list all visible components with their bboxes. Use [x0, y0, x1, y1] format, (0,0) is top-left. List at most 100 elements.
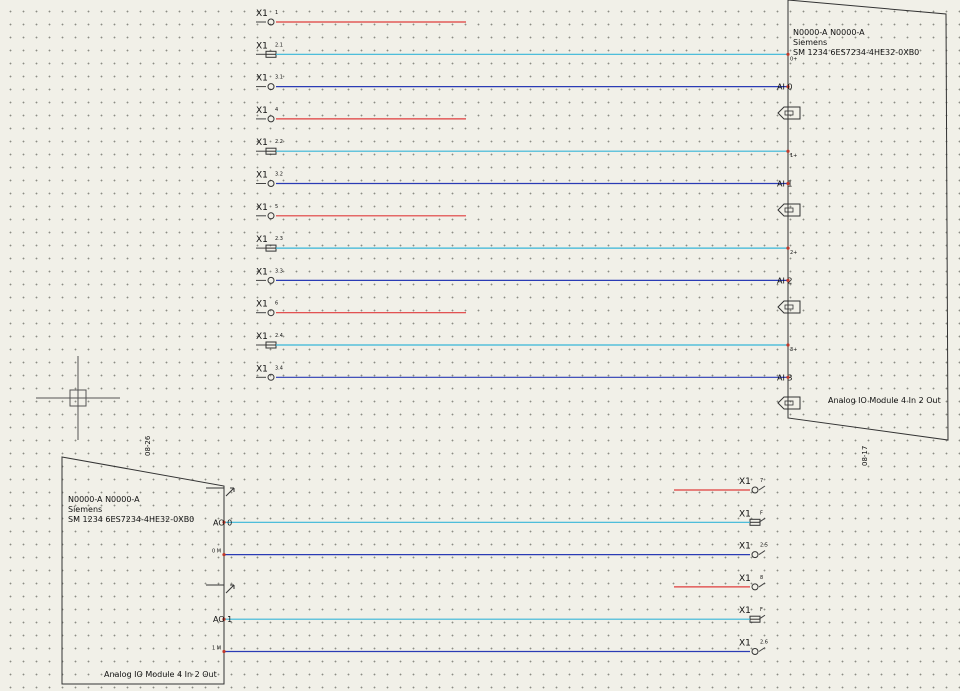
terminal-label: X1 [739, 509, 751, 519]
terminal-icon[interactable] [267, 83, 275, 91]
connection-dot [786, 375, 790, 379]
terminal-icon[interactable] [267, 18, 275, 26]
terminal-label: X1 [256, 332, 268, 342]
upper-wire-1[interactable]: X1 1 [256, 9, 466, 26]
pin-label: 0+ [790, 56, 797, 62]
terminal-icon[interactable] [267, 212, 275, 220]
pin-label: 0 M [212, 549, 221, 555]
module-top-header-line-2: Siemens [793, 38, 827, 47]
wire-stub [758, 517, 766, 523]
connection-dot [222, 617, 226, 621]
module-bottom-header-line-3: SM 1234 6ES7234-4HE32-0XB0 [68, 515, 194, 524]
upper-wire-2[interactable]: X1 2.1 0+ [256, 41, 797, 62]
terminal-label: X1 [256, 74, 268, 84]
terminal-number: 5 [275, 204, 278, 210]
wire-stub [758, 614, 766, 620]
terminal-number: 3.3 [275, 268, 283, 274]
terminal-icon[interactable] [751, 583, 759, 591]
shield-clamp-icon[interactable] [777, 396, 801, 410]
module-bottom-outline [61, 456, 225, 685]
terminal-number: 3.1 [275, 75, 283, 81]
terminal-label: X1 [256, 300, 268, 310]
shield-clamp-icon[interactable] [777, 300, 801, 314]
upper-wire-9[interactable]: X1 3.3 AI 2 [256, 267, 792, 285]
module-top-name: Analog IO Module 4 In 2 Out [828, 396, 941, 405]
shield-clamp-icon[interactable] [777, 203, 801, 217]
terminal-number: 2.2 [275, 139, 283, 145]
upper-wire-7[interactable]: X1 5 [256, 203, 466, 220]
connection-dot [222, 649, 226, 654]
connection-dot [786, 343, 790, 347]
terminal-number: 2.6 [760, 640, 768, 646]
terminal-number: 7 [760, 478, 763, 484]
terminal-number: 2.1 [275, 42, 283, 48]
module-bottom-header-line-2: Siemens [68, 505, 102, 514]
terminal-number: 1 [275, 10, 278, 16]
connection-dot [786, 181, 790, 186]
terminal-label: X1 [256, 41, 268, 51]
shield-ground-icon[interactable] [206, 487, 235, 498]
lower-wire-5[interactable]: X1 F AO 1 [213, 606, 766, 624]
terminal-icon[interactable] [267, 276, 275, 284]
terminal-label: X1 [256, 235, 268, 245]
terminal-label: X1 [739, 606, 751, 616]
module-top[interactable]: N0000-A N0000-A Siemens SM 1234 6ES7234-… [777, 0, 949, 466]
shield-ground-icon[interactable] [206, 584, 235, 595]
terminal-icon[interactable] [267, 309, 275, 317]
port-label: AO 1 [213, 615, 232, 624]
module-bottom[interactable]: N0000-A N0000-A Siemens SM 1234 6ES7234-… [61, 435, 235, 685]
connection-dot [222, 520, 226, 524]
pin-label: 1 M [212, 646, 221, 652]
module-bottom-header-line-1: N0000-A N0000-A [68, 495, 140, 504]
module-top-outline [787, 0, 949, 441]
lower-wire-6[interactable]: X1 2.6 1 M [212, 639, 768, 655]
module-top-reference: 08-17 [861, 446, 869, 466]
port-label: AI 0 [777, 83, 792, 92]
terminal-number: 2.3 [275, 236, 283, 242]
terminal-label: X1 [256, 9, 268, 19]
terminal-icon[interactable] [751, 551, 759, 559]
pin-label: 2+ [790, 250, 797, 256]
connection-dot [786, 278, 790, 282]
pin-label: 1+ [790, 153, 797, 159]
terminal-label: X1 [256, 106, 268, 116]
connection-dot [222, 553, 226, 557]
pin-label: 3+ [790, 347, 797, 353]
port-label: AI 2 [777, 276, 792, 285]
crosshair-cursor-icon [36, 356, 120, 440]
upper-wire-4[interactable]: X1 4 [256, 106, 466, 123]
terminal-icon[interactable] [267, 180, 275, 187]
wire-stub [758, 485, 766, 491]
module-bottom-reference: 08-26 [144, 435, 152, 456]
shield-clamp-icon[interactable] [777, 106, 801, 120]
terminal-number: 6 [275, 301, 278, 307]
connection-dot [786, 52, 790, 56]
terminal-icon[interactable] [751, 486, 759, 494]
upper-wire-10[interactable]: X1 6 [256, 300, 466, 317]
wire-stub [758, 647, 766, 652]
terminal-icon[interactable] [751, 648, 759, 655]
terminal-label: X1 [256, 203, 268, 213]
upper-wire-3[interactable]: X1 3.1 AI 0 [256, 74, 792, 92]
module-bottom-name: Analog IO Module 4 In 2 Out [104, 670, 217, 679]
terminal-number: F [760, 607, 763, 613]
terminal-icon[interactable] [267, 115, 275, 123]
terminal-icon[interactable] [267, 373, 275, 381]
wire-stub [758, 582, 766, 588]
terminal-number: 4 [275, 107, 278, 113]
terminal-label: X1 [739, 639, 751, 649]
terminal-label: X1 [256, 267, 268, 277]
port-label: AO 0 [213, 518, 232, 527]
upper-wire-8[interactable]: X1 2.3 2+ [256, 235, 797, 256]
terminal-number: 3.4 [275, 365, 283, 371]
